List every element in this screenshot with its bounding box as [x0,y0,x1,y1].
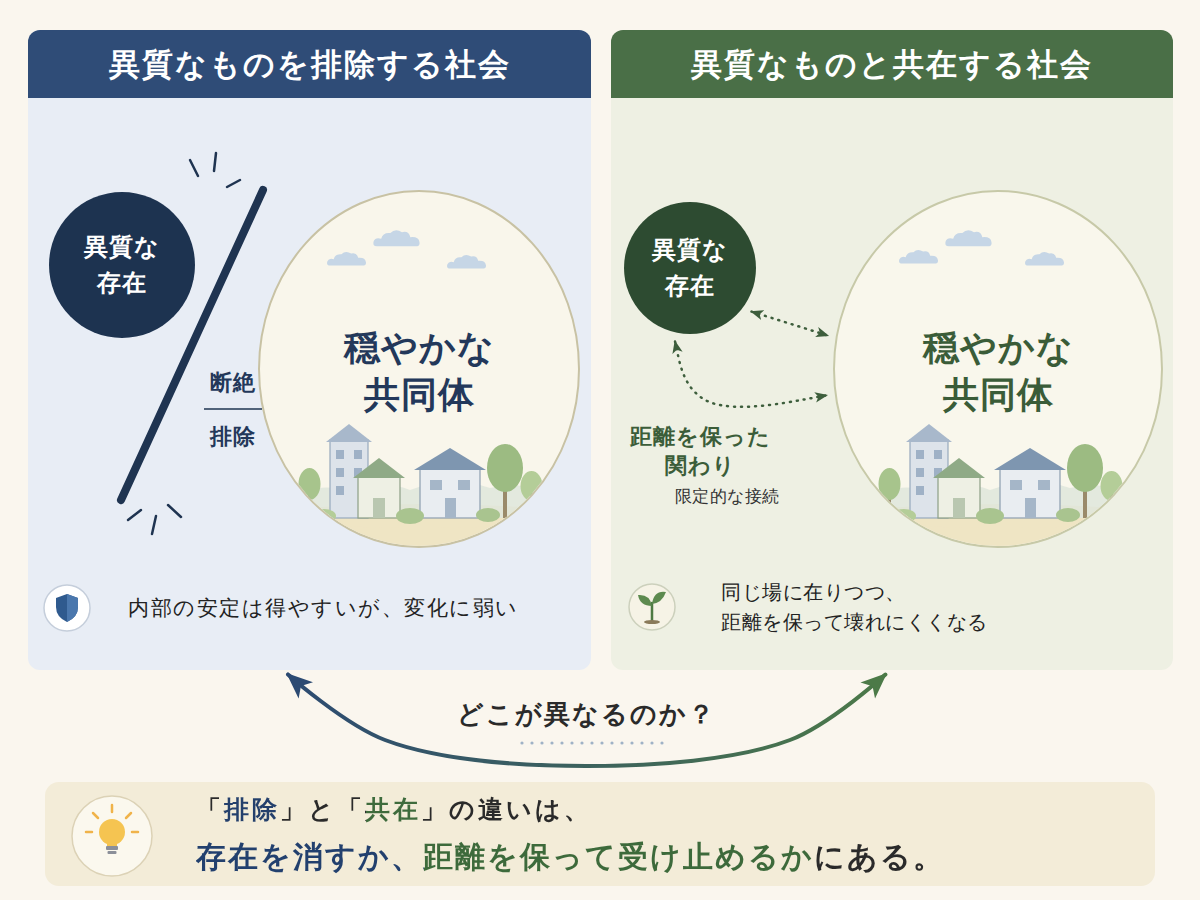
community-circle: 穏やかな 共同体 [258,190,580,548]
circle-label: 異質な 存在 [635,232,745,304]
panel-note: 同じ場に在りつつ、 距離を保って壊れにくくなる [721,577,1021,637]
panel-heading: 異質なものと共在する社会 [691,45,1093,84]
dot [650,741,653,744]
town [250,424,590,594]
sprout-icon [652,592,666,604]
dotted-connector [675,342,827,407]
town [830,424,1170,594]
impact-tick [214,153,216,171]
dot [550,741,553,744]
light-ray [132,831,138,834]
town-illustration [830,424,1170,594]
icon-badge [72,796,152,876]
circle-label: 異質な 存在 [67,229,177,301]
circle-outline [49,192,195,338]
shield-icon [67,594,78,622]
light-ray [86,831,92,834]
dot [620,741,623,744]
circle-shape [49,192,195,338]
circle-outline [833,190,1163,548]
circle-outline [624,202,756,334]
dot [570,741,573,744]
cloud [447,255,486,268]
dot [600,741,603,744]
dot [610,741,613,744]
cloud [327,252,366,265]
cloud [899,250,938,263]
circle-outline [258,190,580,548]
lightbulb-icon [107,841,117,846]
sprout-icon [638,595,652,606]
circle-shape [624,202,756,334]
dotted-underline [520,741,663,744]
impact-tick [168,505,181,517]
dot [660,741,663,744]
circle-shape [259,191,579,547]
dot [590,741,593,744]
society-panel: 異質なものを排除する社会内部の安定は得やすいが、変化に弱い 異質な 存在穏やかな … [28,30,591,670]
impact-tick [128,510,141,520]
dot [560,741,563,744]
divider-slash [121,190,263,500]
circle-label: 穏やかな 共同体 [883,325,1113,419]
cloud [945,230,991,246]
lightbulb-icon [108,851,117,854]
outsider-circle: 異質な 存在 [49,192,195,338]
shield-icon [56,594,78,622]
cloud [373,230,419,246]
icon-badge [629,584,675,630]
panel-heading: 異質なものを排除する社会 [109,45,511,84]
cloud [1025,252,1064,265]
icon-badge [44,585,90,631]
label-separator [204,408,262,410]
dot [640,741,643,744]
impact-tick [190,160,198,176]
light-ray [126,813,131,818]
circle-label: 穏やかな 共同体 [304,325,534,419]
conclusion-lead: 「排除」と「共在」の違いは、 [196,794,592,825]
community-circle: 穏やかな 共同体 [833,190,1163,548]
conclusion-statement: 存在を消すか、距離を保って受け止めるかにある。 [196,838,945,876]
dot [530,741,533,744]
society-panel: 異質なものと共在する社会同じ場に在りつつ、 距離を保って壊れにくくなる 異質な 存… [611,30,1173,670]
light-ray [111,805,114,812]
comparison-arrow [288,674,885,766]
sprout-icon [644,620,660,624]
dot [580,741,583,744]
circle-shape [834,191,1162,547]
dot [520,741,523,744]
outsider-circle: 異質な 存在 [624,202,756,334]
town-illustration [250,424,590,594]
impact-tick [227,180,240,187]
panel-note: 内部の安定は得やすいが、変化に弱い [128,595,519,621]
dot [630,741,633,744]
lightbulb-icon [106,846,118,850]
conclusion-box: 「排除」と「共在」の違いは、存在を消すか、距離を保って受け止めるかにある。 [45,782,1155,886]
light-ray [93,813,98,818]
edge-label: どこが異なるのか？ [457,698,716,731]
impact-tick [152,516,156,534]
dotted-connector [752,312,828,336]
dot [540,741,543,744]
lightbulb-icon [99,819,125,845]
sprout-icon [651,603,654,621]
